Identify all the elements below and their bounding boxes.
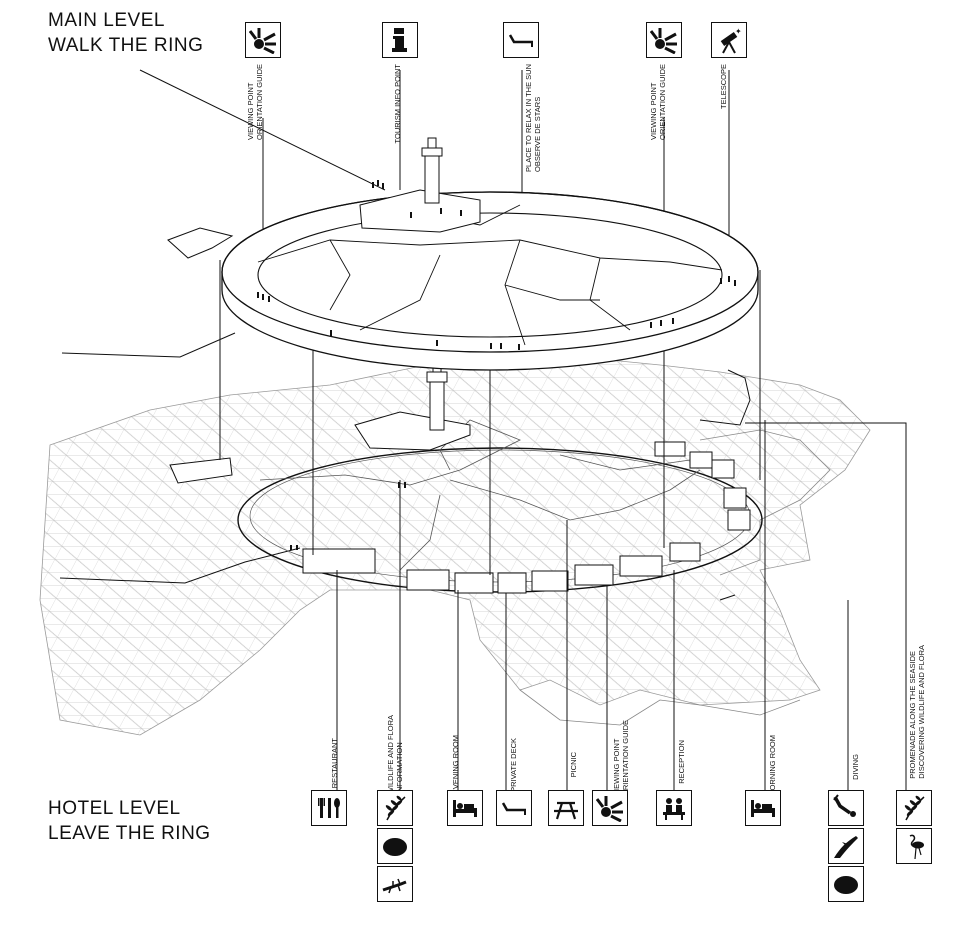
hotel-level-heading: HOTEL LEVEL LEAVE THE RING bbox=[48, 796, 211, 846]
lounger-icon bbox=[496, 790, 532, 826]
lizard-icon bbox=[377, 866, 413, 902]
telescope-icon: ✦ bbox=[711, 22, 747, 58]
hotel-rooms bbox=[302, 441, 751, 594]
label-private-deck: PRIVATE DECK bbox=[509, 738, 518, 792]
lounger-icon bbox=[503, 22, 539, 58]
bed-icon bbox=[745, 790, 781, 826]
label-relax-sun: PLACE TO RELAX IN THE SUN OBSERVE DE STA… bbox=[524, 64, 542, 172]
label-promenade: PROMENADE ALONG THE SEASIDE DISCOVERING … bbox=[908, 645, 926, 779]
main-level-title: MAIN LEVEL bbox=[48, 10, 165, 31]
coral-icon bbox=[377, 828, 413, 864]
label-viewing-point-2: VIEWING POINT ORIENTATION GUIDE bbox=[649, 64, 667, 140]
bed-icon bbox=[447, 790, 483, 826]
label-wildlife-info: WILDLIFE AND FLORA INFORMATION bbox=[386, 715, 404, 795]
lighthouse-ground bbox=[169, 361, 471, 484]
label-viewing-point-1: VIEWING POINT ORIENTATION GUIDE bbox=[246, 64, 264, 140]
reception-icon bbox=[656, 790, 692, 826]
people bbox=[257, 180, 736, 550]
label-diving: DIVING bbox=[851, 754, 860, 780]
label-tourism-info: TOURISM INFO POINT bbox=[393, 64, 402, 144]
picnic-table-icon bbox=[548, 790, 584, 826]
cutlery-icon bbox=[311, 790, 347, 826]
main-level-subtitle: WALK THE RING bbox=[48, 35, 204, 56]
main-ring bbox=[167, 137, 759, 371]
fern-icon bbox=[896, 790, 932, 826]
hotel-level-title: HOTEL LEVEL bbox=[48, 798, 181, 819]
label-telescope: TELESCOPE bbox=[719, 64, 728, 110]
sun-icon bbox=[245, 22, 281, 58]
info-icon bbox=[382, 22, 418, 58]
dolphin-icon bbox=[828, 828, 864, 864]
label-reception: RECEPTION bbox=[677, 740, 686, 784]
label-viewing-point-3: VIEWING POINT ORIENTATION GUIDE bbox=[612, 720, 630, 796]
label-restaurant: RESTAURANT bbox=[330, 738, 339, 789]
hotel-level-subtitle: LEAVE THE RING bbox=[48, 823, 211, 844]
fern-icon bbox=[377, 790, 413, 826]
label-evening-room: EVENING ROOM bbox=[451, 735, 460, 795]
coral-icon bbox=[828, 866, 864, 902]
diver-icon bbox=[828, 790, 864, 826]
svg-text:✦: ✦ bbox=[735, 27, 742, 36]
label-picnic: PICNIC bbox=[569, 752, 578, 778]
sun-icon bbox=[592, 790, 628, 826]
main-level-heading: MAIN LEVEL WALK THE RING bbox=[48, 8, 203, 58]
sun-icon bbox=[646, 22, 682, 58]
flamingo-icon bbox=[896, 828, 932, 864]
label-morning-room: MORNING ROOM bbox=[768, 735, 777, 797]
